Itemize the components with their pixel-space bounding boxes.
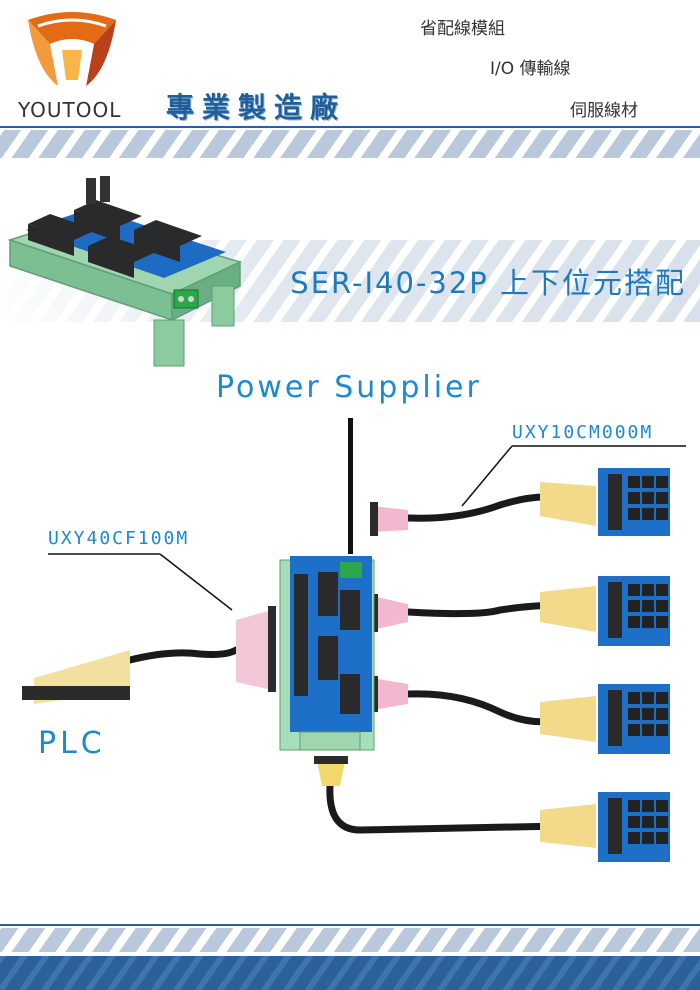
tag-wiring-module: 省配線模組 bbox=[420, 19, 505, 39]
terminal-boards bbox=[598, 468, 670, 862]
cable-second bbox=[404, 602, 566, 618]
header-divider bbox=[0, 126, 700, 128]
footer-thin-line bbox=[0, 924, 700, 926]
leader-line-left-diag bbox=[159, 553, 233, 611]
footer-bar bbox=[0, 956, 700, 990]
power-line bbox=[348, 418, 353, 554]
youtool-logo-icon bbox=[28, 12, 116, 90]
plc-label: PLC bbox=[38, 726, 106, 761]
cable-bottom bbox=[326, 782, 566, 834]
cable-plc bbox=[126, 646, 240, 664]
power-supplier-label: Power Supplier bbox=[216, 370, 482, 405]
header-stripe-band bbox=[0, 130, 700, 158]
cable-top bbox=[404, 493, 564, 522]
product-photo bbox=[7, 176, 243, 367]
cable-label-right: UXY10CM000M bbox=[512, 422, 654, 443]
header: YOUTOOL 專業製造廠 省配線模組 I/O 傳輸線 伺服線材 bbox=[0, 0, 700, 130]
cable-third bbox=[404, 690, 566, 726]
footer-stripe-band bbox=[0, 928, 700, 952]
slogan: 專業製造廠 bbox=[166, 91, 347, 124]
leader-line-right-diag bbox=[461, 445, 513, 507]
center-module bbox=[279, 556, 375, 751]
cable-label-left: UXY40CF100M bbox=[48, 528, 190, 549]
tag-servo-cable: 伺服線材 bbox=[570, 101, 638, 121]
tag-io-cable: I/O 傳輸線 bbox=[490, 59, 571, 79]
logo-text: YOUTOOL bbox=[18, 98, 122, 122]
product-title: SER-I40-32P 上下位元搭配 bbox=[290, 266, 686, 300]
